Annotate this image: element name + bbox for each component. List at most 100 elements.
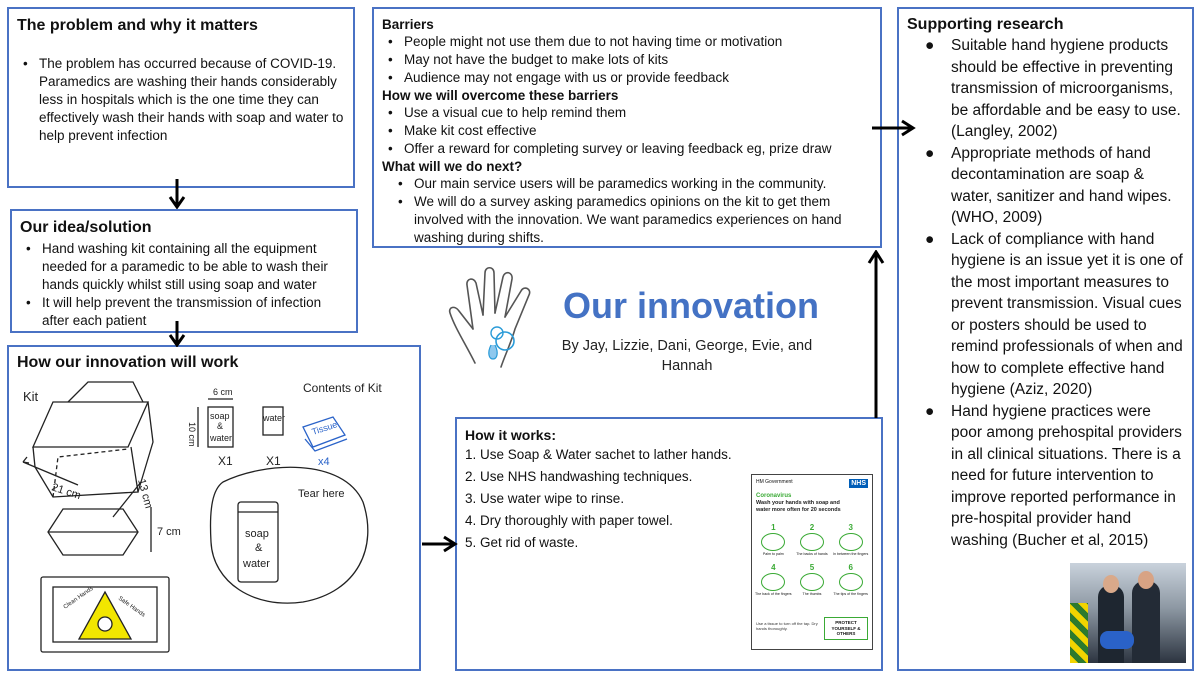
research-item: ● Appropriate methods of hand decontamin…	[907, 143, 1184, 229]
kit-bag	[1100, 631, 1134, 649]
innovation-authors: By Jay, Lizzie, Dani, George, Evie, and …	[561, 338, 813, 374]
research-item: ● Lack of compliance with hand hygiene i…	[907, 229, 1184, 401]
poster-step: 5 The thumbs	[794, 563, 831, 601]
sketch-x4: x4	[318, 456, 330, 468]
sketch-amp: &	[217, 421, 223, 431]
sketch-contents: Contents of Kit	[303, 381, 382, 395]
paramedics-photo	[1070, 563, 1186, 663]
hands-icon	[799, 573, 824, 591]
sketch-13cm: 13 cm	[135, 478, 154, 510]
research-item-text: Suitable hand hygiene products should be…	[951, 37, 1181, 140]
bullet-icon: ●	[925, 230, 935, 248]
overcome-item: Make kit cost effective	[382, 122, 872, 140]
poster-step-number: 3	[848, 523, 853, 532]
poster-step: 3 In between the fingers	[832, 523, 869, 561]
step-2: 2. Use NHS handwashing techniques.	[465, 469, 693, 484]
innovation-title: Our innovation	[563, 285, 819, 326]
hands-icon	[799, 533, 824, 551]
step-4: 4. Dry thoroughly with paper towel.	[465, 513, 673, 528]
sketch-water-wipe: water	[262, 413, 285, 423]
idea-title: Our idea/solution	[20, 219, 152, 236]
sketch-kit-label: Kit	[23, 389, 39, 404]
poster-step: 1 Palm to palm	[755, 523, 792, 561]
barrier-item: Audience may not engage with us or provi…	[382, 69, 872, 87]
idea-box: Our idea/solution Hand washing kit conta…	[10, 209, 358, 333]
step-3: 3. Use water wipe to rinse.	[465, 491, 625, 506]
nhs-poster: HM Government NHS Coronavirus Wash your …	[751, 474, 873, 650]
hands-icon	[761, 533, 786, 551]
poster-org: HM Government	[756, 479, 793, 485]
arrow-down-icon	[168, 179, 186, 209]
sketch-sachet-water: water	[242, 558, 270, 570]
bullet-icon: ●	[925, 37, 935, 54]
poster-step-label: The thumbs	[802, 592, 822, 596]
paramedic-head	[1138, 571, 1154, 589]
research-item-text: Hand hygiene practices were poor among p…	[951, 402, 1182, 549]
overcome-item: Use a visual cue to help remind them	[382, 104, 872, 122]
idea-item: It will help prevent the transmission of…	[20, 294, 348, 330]
sketch-water: water	[209, 433, 232, 443]
sketch-6cm: 6 cm	[213, 387, 233, 397]
nhs-logo: NHS	[849, 479, 868, 488]
next-item: We will do a survey asking paramedics op…	[392, 193, 872, 247]
idea-item: Hand washing kit containing all the equi…	[20, 240, 348, 294]
how-it-works-title: How it works:	[465, 427, 557, 443]
bullet-icon: ●	[925, 144, 935, 162]
research-item: ● Hand hygiene practices were poor among…	[907, 401, 1184, 552]
poster-headline: Wash your hands with soap and water more…	[756, 500, 841, 513]
sketch-sachet-soap: soap	[245, 528, 269, 540]
barriers-title: Barriers	[382, 17, 434, 32]
sketch-7cm: 7 cm	[157, 526, 181, 538]
poster-step-label: Palm to palm	[762, 552, 784, 556]
poster-step-label: In between the fingers	[832, 552, 869, 556]
barrier-item: May not have the budget to make lots of …	[382, 51, 872, 69]
sketch-x1b: X1	[266, 454, 281, 468]
research-title: Supporting research	[907, 16, 1064, 33]
poster-step: 4 The back of the fingers	[755, 563, 792, 601]
poster-step-number: 2	[809, 523, 815, 532]
poster-step-label: The tips of the fingers	[833, 592, 868, 596]
barriers-box: Barriers People might not use them due t…	[372, 7, 882, 248]
paramedic-head	[1103, 575, 1119, 593]
sketch-tear: Tear here	[298, 488, 344, 500]
research-box: Supporting research ● Suitable hand hygi…	[897, 7, 1194, 671]
sketch-clean-hands: Clean Hands	[63, 586, 95, 611]
sketch-sachet-amp: &	[255, 542, 263, 554]
how-work-box: How our innovation will work	[7, 345, 421, 671]
poster-step-number: 1	[771, 523, 776, 532]
poster-step-label: The back of the fingers	[755, 592, 792, 596]
problem-item: The problem has occurred because of COVI…	[17, 55, 345, 145]
arrow-right-icon	[422, 535, 458, 553]
bullet-icon: ●	[925, 402, 935, 420]
poster-step-label: The backs of hands	[796, 552, 828, 556]
how-it-works-box: How it works: 1. Use Soap & Water sachet…	[455, 417, 883, 671]
research-item: ● Suitable hand hygiene products should …	[907, 35, 1184, 143]
poster-step-number: 4	[771, 563, 776, 572]
poster-badge: PROTECT YOURSELF & OTHERS	[824, 617, 868, 640]
poster-steps: 1 Palm to palm 2 The backs of hands 3 In…	[755, 523, 869, 601]
hand-icon	[448, 266, 531, 368]
sketch-x1a: X1	[218, 454, 233, 468]
next-item: Our main service users will be paramedic…	[392, 175, 872, 193]
arrow-up-icon	[867, 250, 885, 418]
overcome-item: Offer a reward for completing survey or …	[382, 140, 872, 158]
hands-icon	[838, 533, 863, 551]
hands-icon	[838, 573, 863, 591]
arrow-down-icon	[168, 321, 186, 347]
paramedic-figure	[1098, 585, 1124, 663]
step-1: 1. Use Soap & Water sachet to lather han…	[465, 447, 732, 462]
paramedic-figure	[1132, 581, 1160, 663]
sketch-tissue: Tissue	[311, 419, 339, 437]
barrier-item: People might not use them due to not hav…	[382, 33, 872, 51]
research-item-text: Lack of compliance with hand hygiene is …	[951, 230, 1183, 399]
problem-title: The problem and why it matters	[17, 17, 258, 34]
sketch-10cm: 10 cm	[187, 422, 197, 447]
problem-box: The problem and why it matters The probl…	[7, 7, 355, 188]
poster-step: 6 The tips of the fingers	[832, 563, 869, 601]
poster-step-number: 5	[809, 563, 815, 572]
how-work-title: How our innovation will work	[17, 354, 239, 371]
poster-step: 2 The backs of hands	[794, 523, 831, 561]
sketch-soap: soap	[210, 411, 230, 421]
arrow-right-icon	[872, 119, 916, 137]
step-5: 5. Get rid of waste.	[465, 535, 579, 550]
